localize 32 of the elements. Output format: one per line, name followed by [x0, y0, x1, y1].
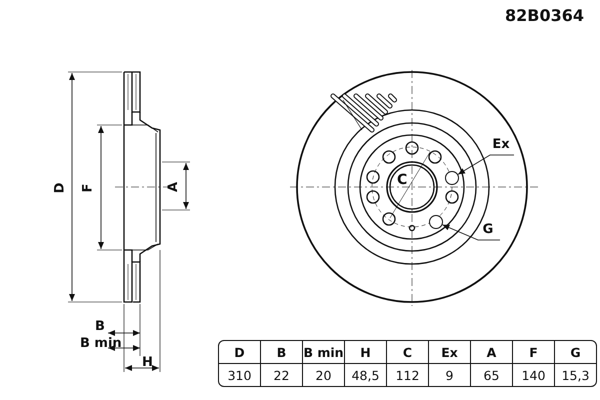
dimension-label: A — [166, 182, 182, 192]
dimension-label: B min — [80, 336, 122, 352]
table-cell: 310 — [219, 364, 261, 386]
dimension-label: F — [80, 184, 96, 192]
part-number: 82B0364 — [505, 8, 584, 24]
table-cell: G — [555, 341, 596, 364]
table-cell: F — [513, 341, 555, 364]
callout-letter: G — [479, 222, 497, 239]
table-cell: Ex — [429, 341, 471, 364]
table-cell: A — [471, 341, 513, 364]
table-cell: 140 — [513, 364, 555, 386]
callout-letter: Ex — [488, 137, 514, 154]
table-cell: 22 — [261, 364, 303, 386]
table-cell: 9 — [429, 364, 471, 386]
table-cell: H — [345, 341, 387, 364]
table-cell: C — [387, 341, 429, 364]
leader-line — [458, 154, 514, 175]
table-cell: 20 — [303, 364, 345, 386]
dimension-label: H — [142, 355, 153, 371]
dimension-label: B — [95, 319, 105, 335]
table-cell-text: 15,3 — [560, 366, 590, 384]
dimension-label: C — [397, 172, 408, 188]
table-cell: 112 — [387, 364, 429, 386]
table-cell: B min — [303, 341, 345, 364]
table-cell: 48,5 — [345, 364, 387, 386]
table-cell: 65 — [471, 364, 513, 386]
table-cell: B — [261, 341, 303, 364]
bolt-hole — [445, 171, 459, 185]
bolt-hole — [429, 215, 443, 229]
leader-line — [442, 224, 500, 240]
dimension-label: D — [52, 182, 68, 194]
table-cell: D — [219, 341, 261, 364]
